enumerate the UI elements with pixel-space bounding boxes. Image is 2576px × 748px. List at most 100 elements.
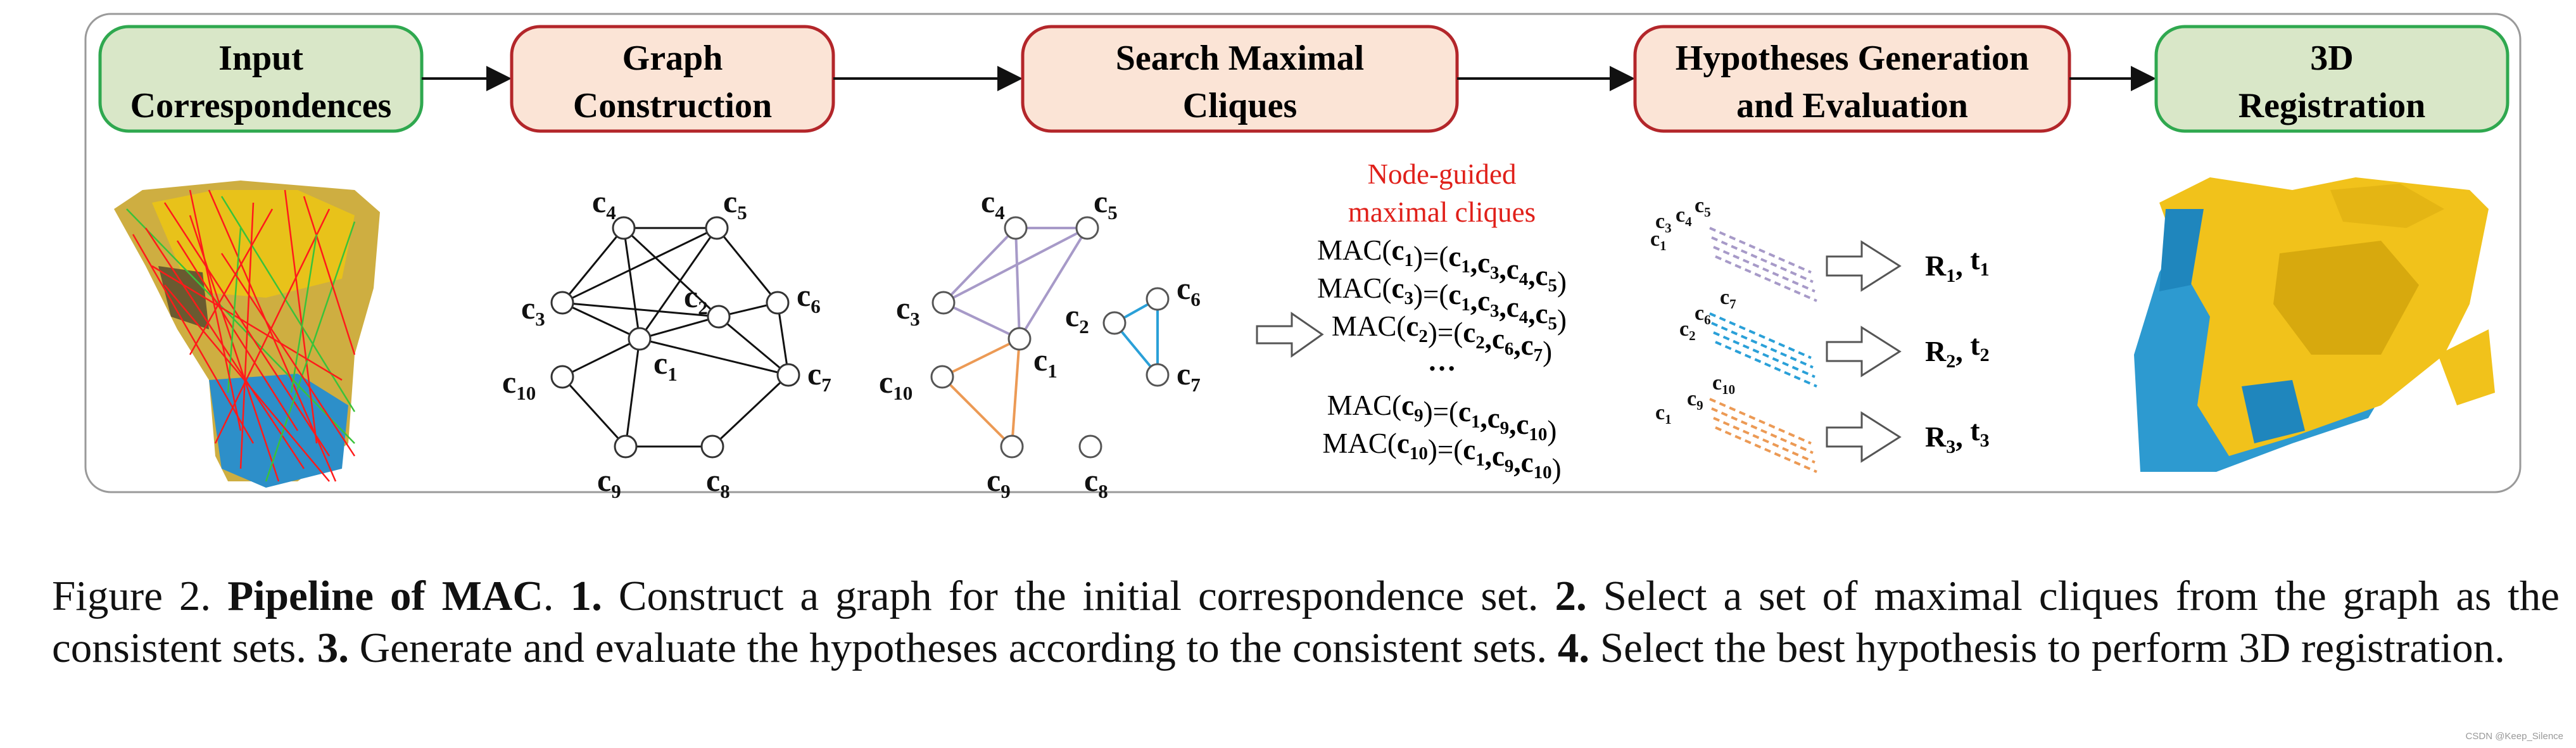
caption-prefix: Figure 2. <box>52 573 228 619</box>
clique-line-6: MAC(c10)=(c1,c9,c10) <box>1322 428 1561 485</box>
hypothesis-transform-label: R1, t1 <box>1925 243 1990 286</box>
clique-title-line-1: Node-guided <box>1368 158 1517 190</box>
caption-step-2-text: Select a set of maximal cliques from the… <box>52 573 2560 671</box>
input-correspondences-pointcloud <box>114 181 380 488</box>
figure-frame <box>84 13 2522 493</box>
clique-edge <box>941 376 1013 448</box>
caption-step-3-text: Generate and evaluate the hypotheses acc… <box>348 624 1558 671</box>
graph-node <box>628 327 652 351</box>
clique-node-label-c10: c10 <box>879 364 912 404</box>
graph-node <box>614 434 638 459</box>
figure-caption: Figure 2. Pipeline of MAC. 1. Construct … <box>52 570 2560 674</box>
caption-title: Pipeline of MAC <box>227 573 543 619</box>
correspondence-line <box>265 221 356 482</box>
graph-edge <box>776 302 790 376</box>
correspondence-line <box>132 234 255 444</box>
correspondence-line <box>220 253 356 457</box>
caption-step-4-number: 4. <box>1557 624 1590 671</box>
clique-node <box>931 291 956 315</box>
hypothesis-dashed-line <box>1711 236 1814 283</box>
clique-line-4: … <box>1428 345 1456 377</box>
hypothesis-transform-label: R3, t3 <box>1925 414 1990 457</box>
graph-edge <box>562 338 640 378</box>
clique-line-5: MAC(c9)=(c1,c9,c10) <box>1327 390 1557 447</box>
graph-node-label-c9: c9 <box>597 462 621 502</box>
stage-label-line: Cliques <box>1183 86 1297 125</box>
clique-node-label-c5: c5 <box>1094 184 1118 224</box>
correspondence-line <box>126 208 355 444</box>
graph-node <box>550 365 574 389</box>
caption-step-1-number: 1. <box>570 573 602 619</box>
stage-box-shape <box>2154 25 2510 133</box>
caption-step-1-text: Construct a graph for the initial corres… <box>602 573 1555 619</box>
clique-node-label-c7: c7 <box>1177 356 1201 396</box>
stage-label-line: Construction <box>573 86 772 125</box>
clique-edge <box>1018 227 1089 340</box>
hypothesis-dashed-line <box>1715 255 1817 302</box>
hypothesis-dashed-line <box>1713 331 1815 378</box>
clique-edge <box>942 227 1017 304</box>
hypothesis-member-label: c9 <box>1687 387 1703 413</box>
hypothesis-dashed-line <box>1713 246 1815 293</box>
graph-node-label-c6: c6 <box>797 277 821 317</box>
graph-node-label-c3: c3 <box>521 290 545 330</box>
clique-edge <box>1011 338 1021 447</box>
graph-edge <box>624 338 641 447</box>
graph-node <box>707 305 731 329</box>
caption-step-2-number: 2. <box>1555 573 1587 619</box>
clique-edge <box>1014 227 1021 339</box>
hypothesis-member-label: c5 <box>1695 194 1711 220</box>
watermark: CSDN @Keep_Silence <box>2465 731 2563 742</box>
stage-label-line: and Evaluation <box>1736 86 1968 125</box>
graph-edge <box>716 227 779 303</box>
graph-node <box>550 291 574 315</box>
clique-edge <box>942 338 1020 378</box>
graph-node-label-c7: c7 <box>807 356 831 396</box>
clique-line-1: MAC(c1)=(c1,c3,c4,c5) <box>1317 234 1567 298</box>
graph-node-label-c2: c2 <box>684 279 708 319</box>
stage-label-line: Graph <box>622 39 723 78</box>
clique-node <box>1078 434 1102 459</box>
stage-label-line: Hypotheses Generation <box>1676 39 2029 78</box>
stage-label-line: 3D <box>2310 39 2353 78</box>
hollow-arrow-icon <box>1826 326 1902 377</box>
graph-edge <box>561 227 625 303</box>
hypothesis-member-label: c1 <box>1655 401 1672 427</box>
graph-node-label-c10: c10 <box>502 364 536 404</box>
stage-label-line: Search Maximal <box>1116 39 1364 78</box>
graph-edge <box>562 301 719 318</box>
graph-edge <box>622 227 720 318</box>
clique-node <box>930 365 954 389</box>
graph-edge <box>639 315 719 340</box>
correspondence-line <box>164 284 330 482</box>
caption-step-3-number: 3. <box>317 624 349 671</box>
hypothesis-dashed-line <box>1709 227 1812 274</box>
hollow-arrow-icon <box>1256 312 1324 358</box>
graph-node <box>776 363 800 387</box>
clique-title-line-2: maximal cliques <box>1348 196 1536 228</box>
clique-edge <box>943 227 1088 304</box>
registration-result-pointcloud <box>2134 177 2495 472</box>
graph-edge <box>638 227 718 339</box>
hypothesis-dashed-line <box>1715 426 1817 473</box>
hypothesis-member-label: c4 <box>1676 203 1692 229</box>
clique-line-3: MAC(c2)=(c2,c6,c7) <box>1332 310 1552 367</box>
clique-node <box>1102 311 1127 335</box>
stage-box-4: Hypotheses Generation and Evaluation <box>1633 25 2071 133</box>
correspondence-line <box>284 189 318 444</box>
hypothesis-member-label: c1 <box>1650 227 1667 253</box>
graph-edge <box>562 227 717 304</box>
hypothesis-member-label: c7 <box>1720 286 1736 312</box>
correspondence-line <box>208 189 337 482</box>
clique-node-label-c2: c2 <box>1065 298 1089 338</box>
